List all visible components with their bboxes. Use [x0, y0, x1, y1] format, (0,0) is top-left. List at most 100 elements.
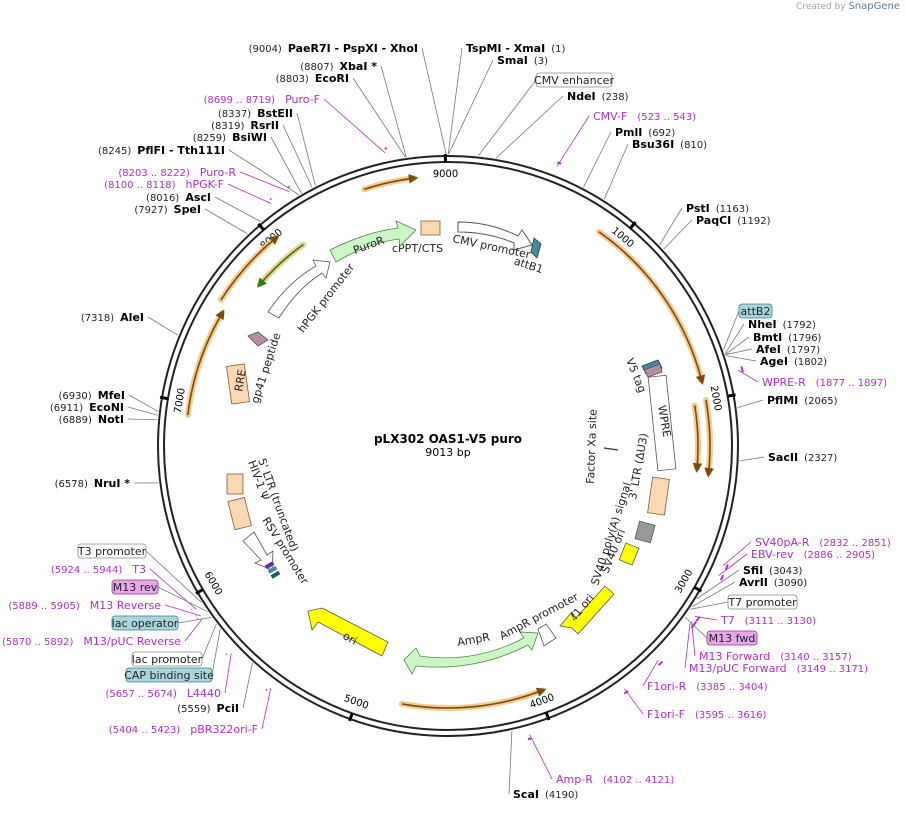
site-label[interactable]: (7318)AleI: [81, 311, 144, 324]
primer-tick: [527, 737, 532, 741]
site-label[interactable]: PflMI(2065): [767, 394, 838, 407]
feature-box[interactable]: [535, 72, 613, 88]
primer-leader: [224, 653, 232, 694]
primer-name: M13 Forward: [699, 650, 770, 663]
orf-arc-green: [256, 243, 304, 288]
site-label[interactable]: (6889)NotI: [59, 413, 124, 426]
primer-label[interactable]: (8203 .. 8222)Puro-R: [118, 166, 236, 179]
primer-tick: [695, 616, 701, 622]
orf-arc-puro: [363, 174, 419, 191]
site-label[interactable]: SacII (2327): [768, 451, 837, 464]
site-label[interactable]: (8259)BsiWI: [193, 131, 267, 144]
primer-label[interactable]: F1ori-F(3595 .. 3616): [647, 708, 766, 721]
primer-leader: [624, 688, 644, 715]
v5-tag-marker-2: [643, 363, 663, 378]
site-position: (4190): [545, 790, 578, 801]
site-name: BstEII: [257, 107, 293, 120]
feature-box[interactable]: [727, 594, 798, 610]
site-name: SacII: [768, 451, 798, 464]
wpre-label: WPRE: [655, 404, 673, 438]
primer-label[interactable]: T7(3111 .. 3130): [720, 614, 816, 627]
primer-label[interactable]: (5657 .. 5674)L4440: [105, 687, 221, 700]
primer-label[interactable]: (5889 .. 5905)M13 Reverse: [8, 599, 161, 612]
site-name: AfeI: [756, 343, 781, 356]
feature-box[interactable]: [706, 630, 758, 646]
tick-4000: [544, 711, 551, 721]
feature-box[interactable]: [111, 615, 179, 631]
site-label[interactable]: NdeI(238): [567, 90, 629, 103]
hpgk-promoter-arrow: [267, 259, 331, 319]
primer-position: (4102 .. 4121): [603, 775, 675, 786]
site-label[interactable]: (6911)EcoNI: [50, 401, 124, 414]
site-position: (1796): [788, 333, 821, 344]
tick-label-7000: 7000: [173, 387, 188, 414]
primer-label[interactable]: EBV-rev(2886 .. 2905): [751, 548, 875, 561]
primer-label[interactable]: M13 Forward(3140 .. 3157): [699, 650, 852, 663]
site-label[interactable]: PaqCI(1192): [696, 214, 771, 227]
primer-name: CMV-F: [593, 110, 627, 123]
site-label[interactable]: TspMI - XmaI(1): [466, 42, 565, 55]
site-label[interactable]: SfiI(3043): [743, 564, 803, 577]
site-leader: [603, 143, 629, 200]
primer-label[interactable]: Amp-R(4102 .. 4121): [556, 773, 674, 786]
box-leader: [478, 79, 537, 156]
site-label[interactable]: (6930)MfeI: [58, 389, 125, 402]
primer-label[interactable]: (5870 .. 5892)M13/pUC Reverse: [2, 635, 181, 648]
primer-label[interactable]: CMV-F(523 .. 543): [593, 110, 696, 123]
primer-position: (2886 .. 2905): [804, 550, 876, 561]
site-label[interactable]: (8803)EcoRI: [276, 72, 349, 85]
site-name: (8319): [211, 121, 244, 132]
site-label[interactable]: (5559)PciI: [177, 702, 239, 715]
site-label[interactable]: (8807)XbaI *: [300, 60, 377, 73]
feature-box[interactable]: [131, 651, 203, 667]
primer-label[interactable]: F1ori-R(3385 .. 3404): [647, 680, 768, 693]
site-label[interactable]: AgeI(1802): [760, 355, 827, 368]
site-leader: [447, 47, 463, 155]
site-position: (2327): [804, 453, 837, 464]
feature-box[interactable]: [77, 543, 147, 559]
site-name: BsiWI: [232, 131, 267, 144]
primer-label[interactable]: SV40pA-R(2832 .. 2851): [755, 536, 891, 549]
site-label[interactable]: ScaI(4190): [513, 788, 578, 801]
primer-position: (3149 .. 3171): [797, 664, 869, 675]
tick-1000: [629, 221, 637, 230]
site-label[interactable]: PstI(1163): [686, 202, 749, 215]
primer-label[interactable]: (8699 .. 8719)Puro-F: [204, 93, 320, 106]
primer-label[interactable]: M13/pUC Forward(3149 .. 3171): [689, 662, 868, 675]
site-label[interactable]: (8319)RsrII: [211, 119, 279, 132]
site-name: PstI: [686, 202, 710, 215]
site-name: PmlI: [615, 126, 642, 139]
primer-name: F1ori-F: [647, 708, 685, 721]
feature-box[interactable]: [738, 303, 773, 319]
primer-name: L4440: [187, 687, 221, 700]
site-label[interactable]: BmtI(1796): [753, 331, 822, 344]
primer-label[interactable]: (8100 .. 8118)hPGK-F: [104, 178, 224, 191]
site-leader: [214, 196, 262, 223]
factor-xa-label: Factor Xa site: [584, 409, 600, 484]
orf-arc-right-outer: [704, 399, 714, 478]
primer-label[interactable]: WPRE-R(1877 .. 1897): [762, 376, 887, 389]
site-label[interactable]: Bsu36I(810): [632, 138, 707, 151]
site-label[interactable]: PmlI(692): [615, 126, 675, 139]
feature-box-label: attB2: [741, 305, 771, 318]
site-label[interactable]: (8245)PflFI - Tth111I: [98, 144, 225, 157]
backbone-outer: [157, 155, 739, 737]
site-label[interactable]: (9004)PaeR7I - PspXI - XhoI: [249, 42, 418, 55]
site-name: AscI: [185, 191, 211, 204]
site-label[interactable]: (8337)BstEII: [218, 107, 293, 120]
tick-3000: [693, 585, 703, 593]
lac-marker-2: [267, 565, 278, 574]
primer-label[interactable]: (5924 .. 5944)T3: [51, 563, 146, 576]
primer-label[interactable]: (5404 .. 5423)pBR322ori-F: [109, 723, 258, 736]
ampr-label: AmpR: [456, 630, 491, 649]
site-label[interactable]: (7927)SpeI: [134, 203, 201, 216]
site-label[interactable]: (6578)NruI *: [55, 477, 131, 490]
feature-box[interactable]: [111, 579, 159, 595]
site-label[interactable]: (8016)AscI: [146, 191, 211, 204]
site-label[interactable]: AfeI(1797): [756, 343, 820, 356]
feature-box[interactable]: [125, 667, 213, 683]
site-label[interactable]: AvrII(3090): [739, 576, 807, 589]
site-label[interactable]: SmaI(3): [497, 54, 548, 67]
site-label[interactable]: NheI(1792): [748, 318, 816, 331]
site-leader: [739, 456, 765, 462]
